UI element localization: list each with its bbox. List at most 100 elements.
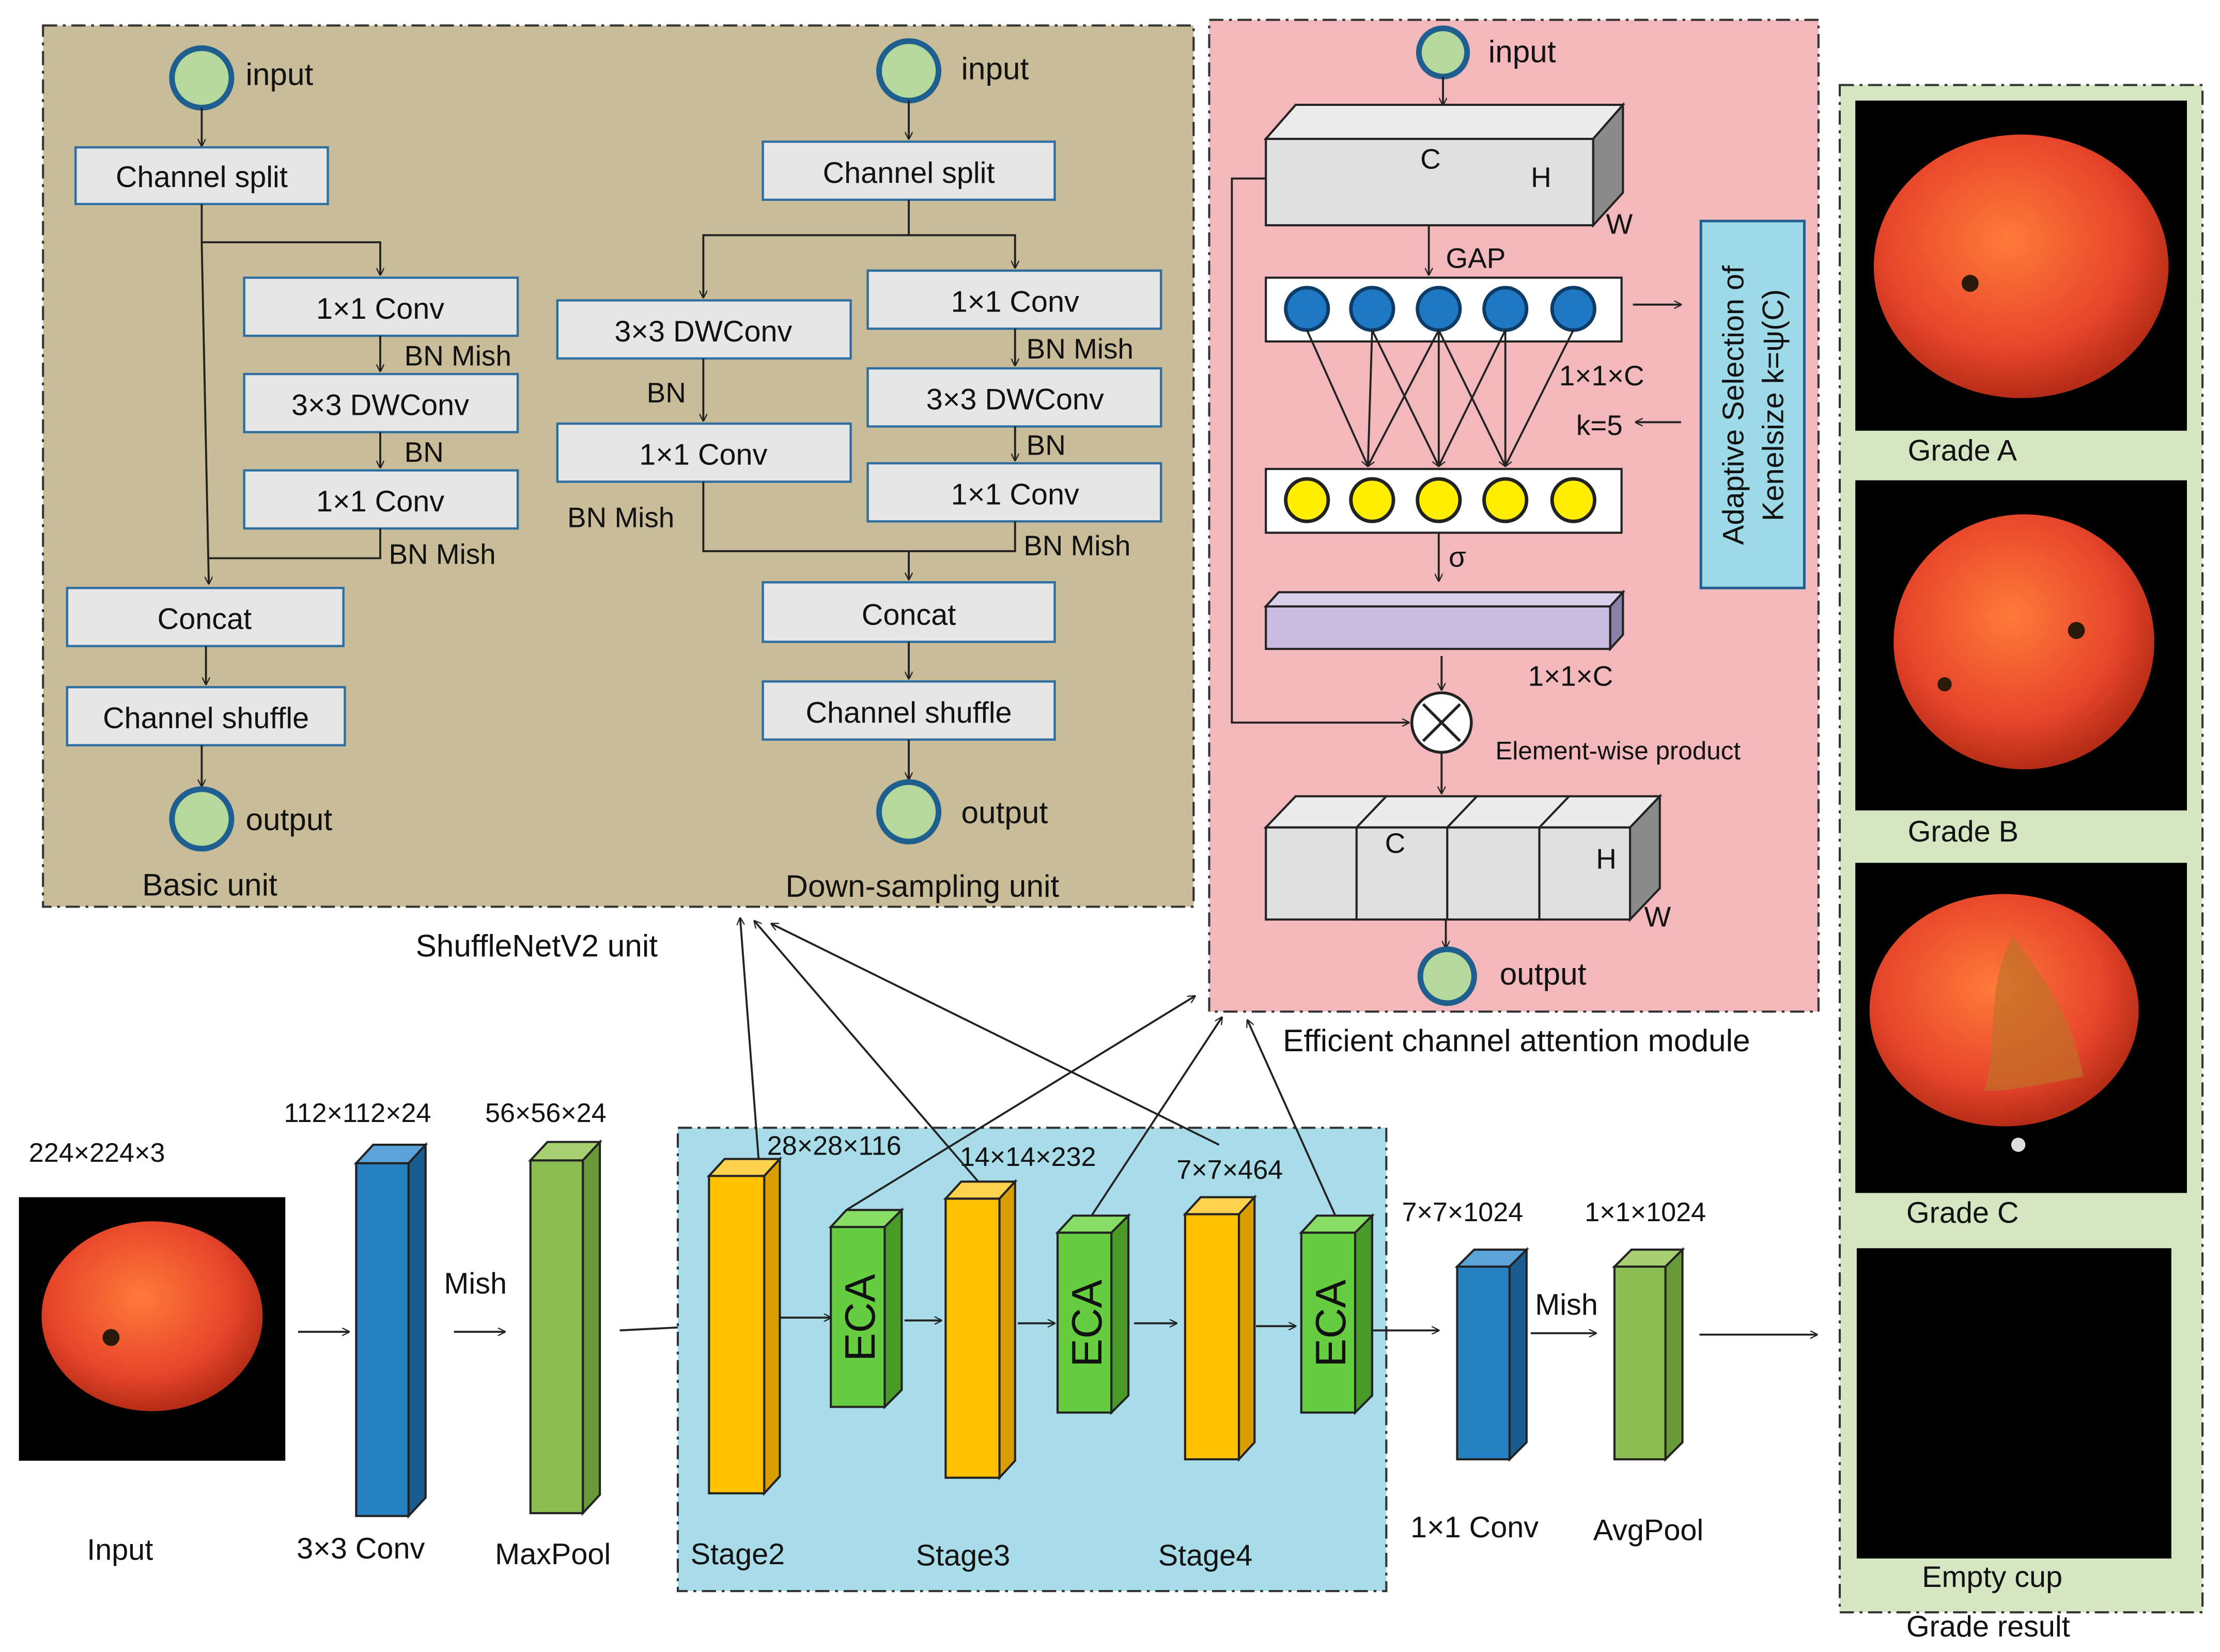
eca-block-2-label: ECA <box>1064 1280 1111 1367</box>
down-split-box <box>762 141 1056 201</box>
eca-block-1-label: ECA <box>837 1274 884 1361</box>
avgpool-block <box>1611 1247 1685 1462</box>
basic-unit: input Channel split 1×1 Conv BN Mish 3×3… <box>66 45 519 902</box>
stage3-label: Stage3 <box>916 1539 1011 1572</box>
down-right-conv1-label: 1×1 Conv <box>951 285 1079 318</box>
eca-input-label: input <box>1488 34 1556 69</box>
stage4-block <box>1183 1194 1257 1462</box>
conv1x1-block <box>1454 1247 1529 1462</box>
eca-dim2-label: 1×1×C <box>1528 660 1613 692</box>
down-left-bn-mish: BN Mish <box>567 501 674 533</box>
empty-cup-label: Empty cup <box>1922 1561 2062 1594</box>
stage4-label: Stage4 <box>1158 1539 1253 1572</box>
eca-output-label: output <box>1500 956 1587 991</box>
grade-c-label: Grade C <box>1906 1196 2019 1229</box>
down-input-node <box>876 38 942 104</box>
eca-weight-vector <box>1263 589 1625 652</box>
eca-c2-label: C <box>1385 827 1406 859</box>
down-sampling-unit: input Channel split 3×3 DWConv BN 1×1 Co… <box>556 38 1162 903</box>
avg-dim-label: 1×1×1024 <box>1585 1197 1706 1227</box>
eca-block-3-label: ECA <box>1308 1280 1355 1367</box>
down-unit-caption: Down-sampling unit <box>785 868 1059 903</box>
stage3-dim-label: 14×14×232 <box>960 1142 1096 1172</box>
stage2-block <box>706 1156 783 1497</box>
empty-cup-image <box>1856 1248 2171 1559</box>
eca-dim1-label: 1×1×C <box>1559 360 1644 392</box>
basic-concat-box <box>66 587 345 647</box>
adaptive-selection-box <box>1699 220 1806 589</box>
pool-label: MaxPool <box>495 1538 611 1571</box>
basic-output-label: output <box>245 802 332 837</box>
shufflenet-caption: ShuffleNetV2 unit <box>416 928 658 963</box>
maxpool-block <box>528 1139 602 1516</box>
eca-k-label: k=5 <box>1576 409 1623 441</box>
down-output-node <box>876 779 942 845</box>
basic-conv1-label: 1×1 Conv <box>316 292 444 325</box>
avg-label: AvgPool <box>1593 1514 1703 1547</box>
basic-split-label: Channel split <box>116 161 288 194</box>
mish-label-1: Mish <box>444 1267 507 1300</box>
basic-bn-mish-2: BN Mish <box>389 538 495 570</box>
down-right-conv2-label: 1×1 Conv <box>951 478 1079 511</box>
stage2-label: Stage2 <box>691 1538 785 1571</box>
eca-output-node <box>1417 946 1477 1006</box>
down-concat-box <box>762 581 1056 643</box>
eca-w-label: W <box>1606 208 1633 240</box>
eca-block-3: ECA <box>1299 1213 1375 1415</box>
grade-panel: Grade A Grade B Grade C Empty cup Grade … <box>1838 84 2204 1643</box>
eca-h2-label: H <box>1596 843 1617 875</box>
module-links <box>740 918 1337 1217</box>
eca-block-2: ECA <box>1055 1213 1131 1415</box>
down-concat-label: Concat <box>862 599 956 632</box>
down-left-dwconv-label: 3×3 DWConv <box>614 315 792 348</box>
down-left-conv-label: 1×1 Conv <box>639 439 767 472</box>
shufflenet-panel: input Channel split 1×1 Conv BN Mish 3×3… <box>42 24 1195 963</box>
eca-input-tensor: C H W <box>1263 102 1633 240</box>
eca-sigma-label: σ <box>1449 541 1466 573</box>
down-shuffle-label: Channel shuffle <box>805 696 1012 729</box>
eca-w2-label: W <box>1644 901 1671 933</box>
basic-input-label: input <box>245 57 313 92</box>
basic-shuffle-label: Channel shuffle <box>103 702 309 735</box>
eca-gap-label: GAP <box>1446 242 1506 274</box>
adaptive-selection-line2: Kenelsize k=ψ(C) <box>1757 289 1790 521</box>
basic-dwconv-box <box>243 372 519 433</box>
eca-c-label: C <box>1420 143 1441 175</box>
adaptive-selection-line1: Adaptive Selection of <box>1717 265 1750 545</box>
input-label: Input <box>87 1534 153 1567</box>
basic-shuffle-box <box>66 686 346 746</box>
down-left-bn: BN <box>647 377 686 409</box>
conv3x3-block <box>353 1142 428 1519</box>
down-right-bn-mish-1: BN Mish <box>1027 333 1134 365</box>
eca-caption: Efficient channel attention module <box>1283 1023 1750 1058</box>
basic-dwconv-label: 3×3 DWConv <box>291 389 469 422</box>
basic-conv2-box <box>243 469 519 530</box>
stage4-dim-label: 7×7×464 <box>1176 1155 1283 1185</box>
conv-label: 3×3 Conv <box>297 1532 425 1565</box>
grade-result-caption: Grade result <box>1906 1610 2070 1643</box>
input-dim-label: 224×224×3 <box>29 1138 165 1168</box>
conv1-label: 1×1 Conv <box>1410 1511 1539 1544</box>
down-split-label: Channel split <box>823 157 995 190</box>
basic-conv2-label: 1×1 Conv <box>316 485 444 518</box>
conv-dim-label: 112×112×24 <box>284 1098 431 1128</box>
down-right-bn-mish-2: BN Mish <box>1023 529 1130 562</box>
conv1-dim-label: 7×7×1024 <box>1402 1197 1523 1227</box>
mish-label-2: Mish <box>1535 1288 1598 1321</box>
stage3-block <box>943 1179 1018 1480</box>
down-shuffle-box <box>762 680 1056 741</box>
basic-output-node <box>169 786 235 852</box>
eca-output-tensor: C H W <box>1263 793 1671 933</box>
basic-bn-mish-1: BN Mish <box>405 340 511 372</box>
stage2-dim-label: 28×28×116 <box>767 1131 902 1161</box>
basic-input-node <box>169 45 235 111</box>
eca-product-label: Element-wise product <box>1496 737 1741 765</box>
pool-dim-label: 56×56×24 <box>485 1098 607 1128</box>
grade-b-label: Grade B <box>1908 815 2019 848</box>
basic-concat-label: Concat <box>158 603 252 636</box>
basic-unit-caption: Basic unit <box>142 867 277 902</box>
eca-input-node <box>1416 25 1470 80</box>
down-right-bn: BN <box>1027 429 1066 461</box>
grade-a-label: Grade A <box>1908 434 2017 467</box>
